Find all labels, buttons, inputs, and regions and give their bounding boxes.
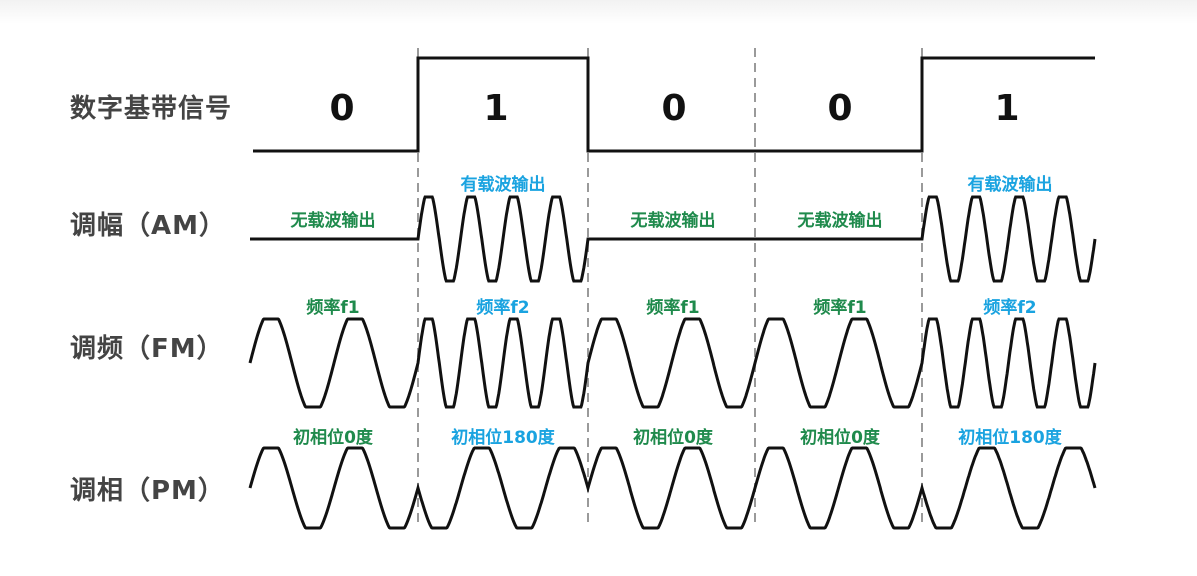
bit-value: 1 [994, 88, 1020, 129]
fm-segment-label: 频率f1 [646, 298, 700, 318]
bit-value: 0 [661, 88, 687, 129]
am-segment-label: 无载波输出 [290, 211, 376, 231]
row-label-pm: 调相（PM） [70, 476, 225, 506]
row-label-fm: 调频（FM） [70, 334, 224, 364]
fm-waveform [248, 317, 1097, 409]
am-segment-label: 无载波输出 [630, 211, 716, 231]
am-segment-label: 有载波输出 [460, 175, 546, 195]
pm-segment-label: 初相位180度 [958, 428, 1062, 448]
pm-segment-label: 初相位0度 [293, 428, 373, 448]
am-segment-label: 有载波输出 [967, 175, 1053, 195]
row-label-digital: 数字基带信号 [70, 94, 233, 124]
am-waveform [250, 195, 1097, 283]
fm-segment-label: 频率f2 [476, 298, 530, 318]
bit-value: 0 [329, 88, 355, 129]
bit-value: 1 [483, 88, 509, 129]
am-segment-label: 无载波输出 [797, 211, 883, 231]
digital-baseband-waveform [253, 56, 1095, 153]
pm-segment-label: 初相位180度 [451, 428, 555, 448]
fm-segment-label: 频率f1 [813, 298, 867, 318]
row-label-am: 调幅（AM） [70, 211, 226, 241]
fm-segment-label: 频率f2 [983, 298, 1037, 318]
fm-segment-label: 频率f1 [306, 298, 360, 318]
bit-value: 0 [827, 88, 853, 129]
pm-segment-label: 初相位0度 [800, 428, 880, 448]
pm-waveform [248, 446, 1097, 530]
pm-segment-label: 初相位0度 [633, 428, 713, 448]
